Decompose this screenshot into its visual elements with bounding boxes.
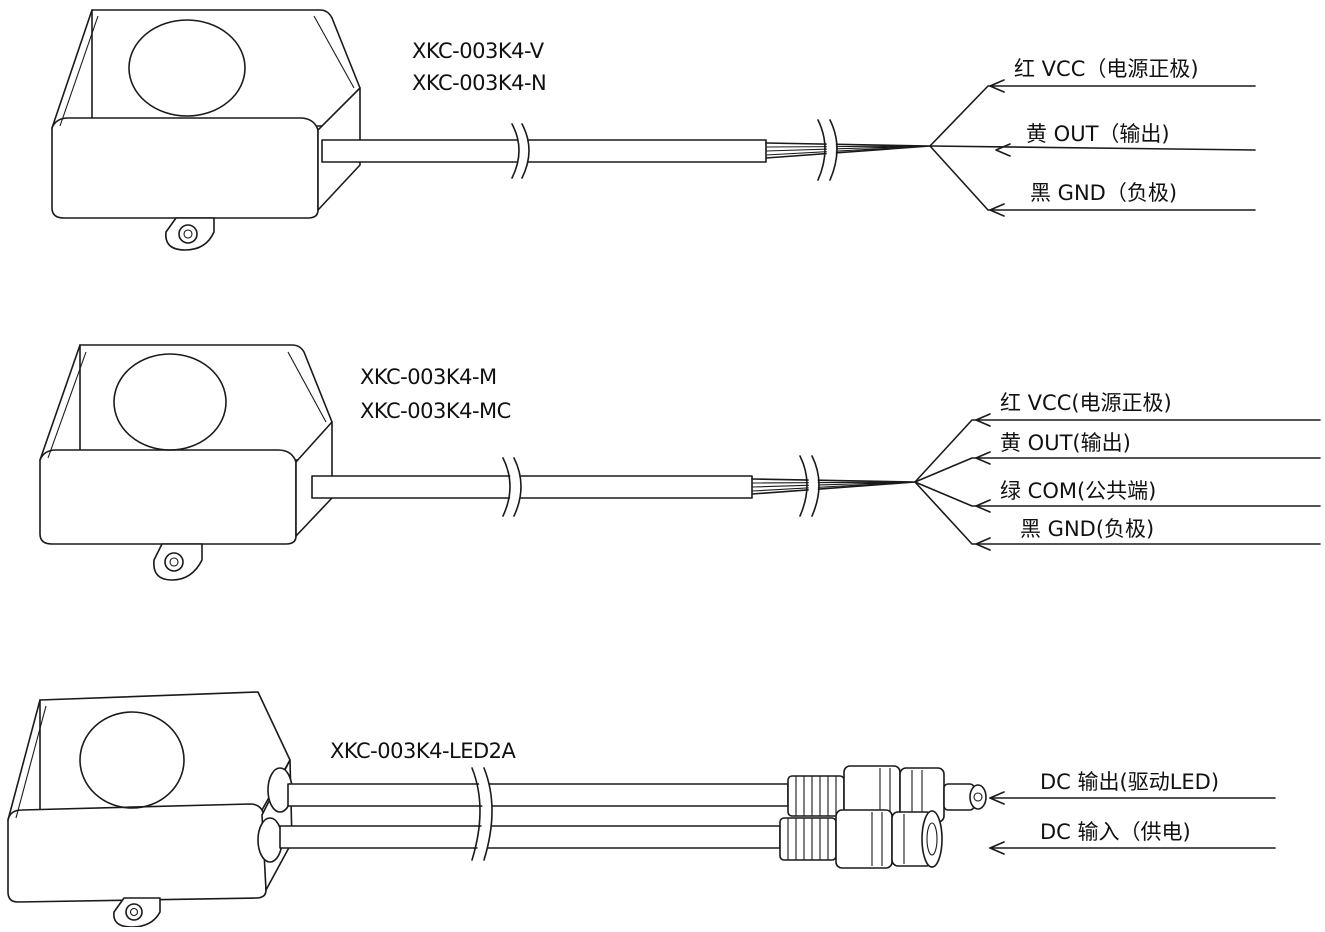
wire-leads — [989, 791, 1276, 855]
sensor-2: XKC-003K4-M XKC-003K4-MC 红 VCC(电源正极) 黄 O… — [39, 344, 1321, 581]
wire-label-out: 黄 OUT（输出) — [1026, 122, 1170, 146]
arrow-left-icon — [975, 537, 991, 551]
cable-break-icon — [502, 455, 820, 517]
model-label: XKC-003K4-LED2A — [330, 739, 517, 763]
dc-connector-icon — [779, 809, 943, 869]
sensor-1: XKC-003K4-V XKC-003K4-N 红 VCC（电源正极) 黄 OU… — [51, 9, 1256, 251]
wire-label-vcc: 红 VCC（电源正极) — [1014, 57, 1199, 81]
mounting-tab-icon — [165, 217, 215, 251]
sensor-3: XKC-003K4-LED2A DC 输出(驱动LED) DC 输入（供电) — [7, 691, 1276, 928]
sensor-body-icon — [51, 9, 361, 219]
mounting-tab-icon — [153, 543, 203, 581]
cable — [279, 783, 789, 849]
arrow-left-icon — [989, 841, 1005, 855]
cable — [311, 475, 916, 499]
arrow-left-icon — [989, 79, 1005, 93]
wire-leads — [914, 413, 1321, 551]
model-label: XKC-003K4-V — [412, 39, 545, 63]
wire-label-gnd: 黑 GND(负极) — [1020, 517, 1154, 541]
arrow-left-icon — [995, 143, 1011, 157]
sensor-body-icon — [39, 344, 333, 545]
arrow-left-icon — [975, 451, 991, 465]
wire-label-vcc: 红 VCC(电源正极) — [1000, 391, 1172, 415]
sensor-body-icon — [7, 691, 293, 903]
mounting-tab-icon — [113, 897, 161, 928]
wire-label-dc-in: DC 输入（供电) — [1040, 820, 1191, 844]
arrow-left-icon — [989, 791, 1005, 805]
cable-glands — [257, 767, 293, 863]
cable-break-icon — [511, 119, 838, 181]
wire-label-dc-out: DC 输出(驱动LED) — [1040, 770, 1219, 794]
arrow-left-icon — [975, 499, 991, 513]
model-label: XKC-003K4-N — [412, 71, 546, 95]
cable — [321, 139, 931, 163]
model-label: XKC-003K4-M — [360, 365, 497, 389]
cable-break-icon — [471, 767, 493, 861]
wire-label-com: 绿 COM(公共端) — [1000, 479, 1156, 503]
model-label: XKC-003K4-MC — [360, 399, 511, 423]
arrow-left-icon — [975, 413, 991, 427]
wire-label-out: 黄 OUT(输出) — [1000, 431, 1131, 455]
wire-leads — [929, 79, 1256, 217]
wire-label-gnd: 黑 GND（负极) — [1030, 181, 1177, 205]
arrow-left-icon — [989, 203, 1005, 217]
